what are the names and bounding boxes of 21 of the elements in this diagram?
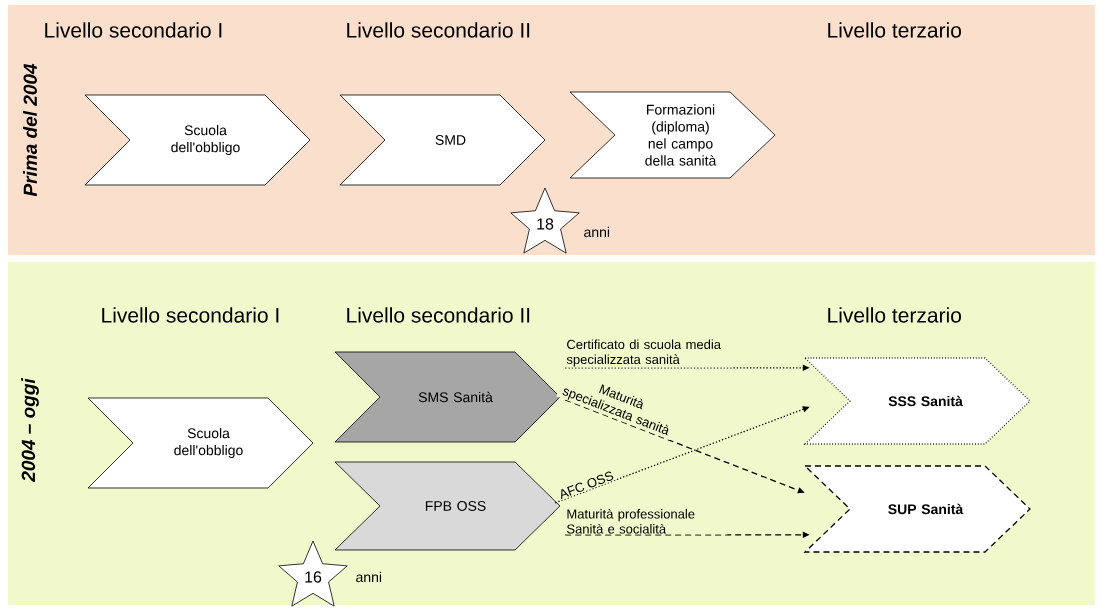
stage-box: SUP Sanità: [803, 465, 1031, 553]
stage-box: SSS Sanità: [803, 357, 1031, 445]
stage-box: Scuola dell'obbligo: [87, 397, 314, 489]
column-heading: Livello terzario: [828, 22, 961, 38]
stage-box: Formazioni (diploma) nel campo della sanità: [569, 91, 776, 179]
column-heading: Livello secondario II: [347, 22, 530, 38]
edge-label: Maturità professionale Sanità e socialità: [565, 507, 728, 535]
column-heading: Livello secondario I: [45, 22, 222, 38]
stage-box: FPB OSS: [334, 461, 561, 551]
age-caption: anni: [356, 571, 382, 583]
column-heading: Livello secondario I: [102, 307, 279, 323]
column-heading: Livello secondario II: [347, 307, 530, 323]
edge-label: AFC OSS: [556, 469, 616, 501]
column-heading: Livello terzario: [828, 307, 961, 323]
edge-label: Certificato di scuola media specializzata sanità: [565, 338, 733, 368]
stage-box: SMD: [339, 94, 546, 186]
star: 16: [278, 540, 348, 607]
star: 18: [510, 187, 580, 254]
stage-box: Scuola dell'obbligo: [84, 94, 311, 186]
stage-box: SMS Sanità: [334, 351, 561, 443]
age-caption: anni: [584, 226, 610, 238]
